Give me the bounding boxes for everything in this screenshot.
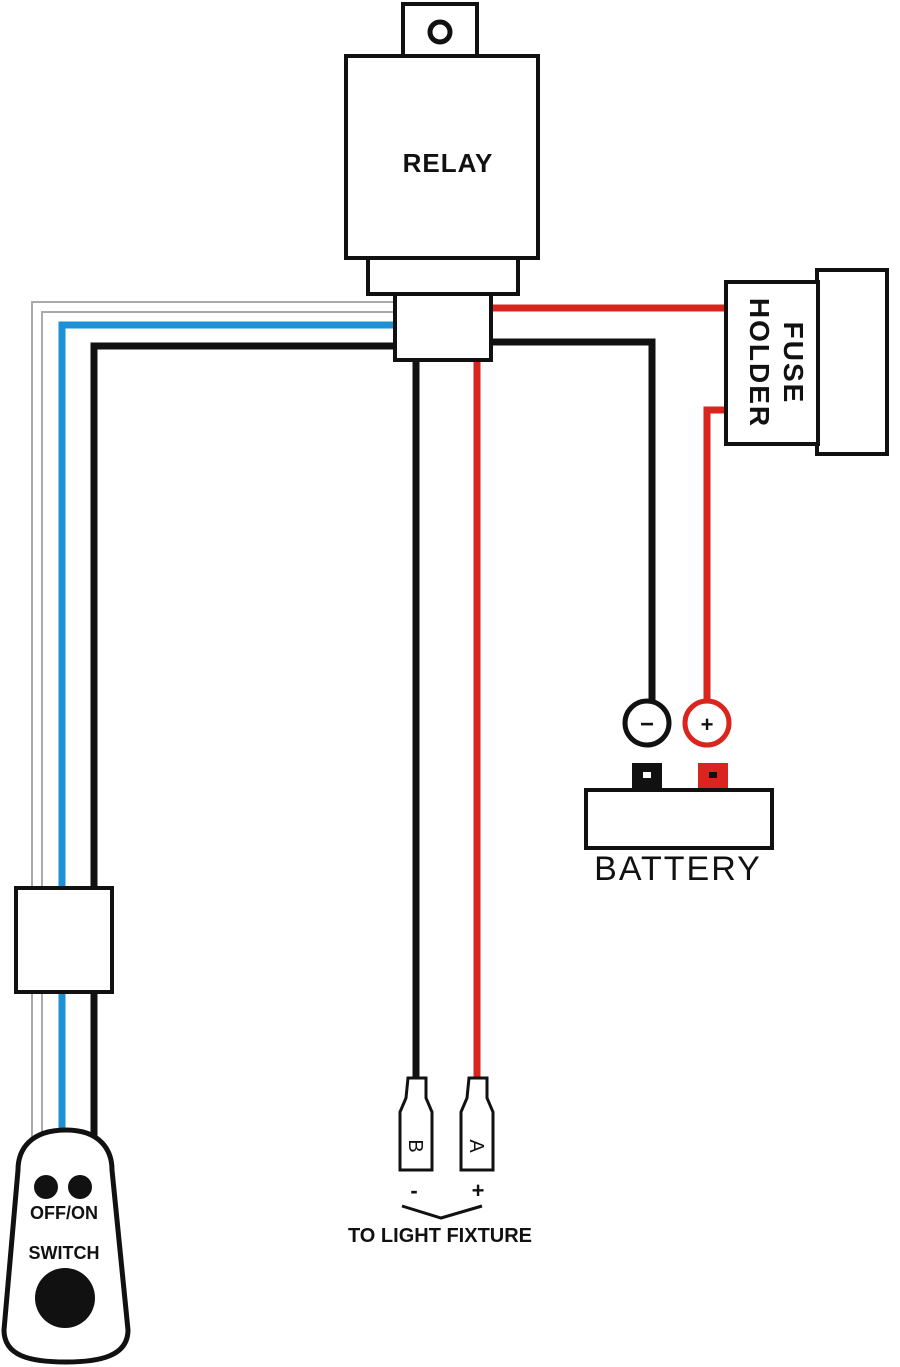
battery-body	[584, 788, 774, 850]
negative-symbol: −	[640, 711, 654, 738]
minus-marker: -	[410, 1178, 417, 1203]
connector-a: A	[459, 1076, 495, 1172]
relay-body	[344, 54, 540, 260]
plus-marker: +	[472, 1178, 485, 1203]
connector-b-label: B	[404, 1139, 426, 1152]
battery-post-negative-dot	[643, 772, 651, 778]
connector-b: B	[398, 1076, 434, 1172]
connector-b-shape	[398, 1076, 434, 1172]
relay-connector	[393, 292, 493, 362]
fuse-holder-body	[724, 280, 820, 446]
battery-post-positive-dot	[709, 772, 717, 778]
battery-negative-terminal: −	[622, 698, 672, 748]
blue-wire	[58, 321, 395, 1140]
switch-label-line1: OFF/ON	[30, 1203, 98, 1223]
black-wire-battery	[490, 338, 656, 700]
battery-label: BATTERY	[594, 850, 762, 888]
off-on-switch: OFF/ON SWITCH	[1, 1127, 131, 1365]
positive-symbol: +	[701, 712, 714, 737]
fixture-bracket	[401, 1204, 483, 1220]
light-fixture-label: TO LIGHT FIXTURE	[348, 1225, 532, 1247]
connector-a-label: A	[465, 1139, 487, 1153]
switch-led-right	[68, 1175, 92, 1199]
switch-led-left	[34, 1175, 58, 1199]
relay-base	[366, 256, 520, 296]
connector-a-shape	[459, 1076, 495, 1172]
relay-label: RELAY	[403, 148, 494, 178]
switch-connector	[14, 886, 114, 994]
fuse-label-line1: FUSE	[778, 322, 809, 405]
white-wire-inner	[41, 311, 395, 1140]
black-wire-switch	[90, 342, 395, 1140]
battery-positive-terminal: +	[682, 698, 732, 748]
switch-button	[35, 1268, 95, 1328]
relay: RELAY	[344, 2, 540, 362]
relay-mount-hole	[427, 19, 453, 45]
fuse-label-line2: HOLDER	[744, 298, 775, 428]
switch-label-line2: SWITCH	[29, 1243, 100, 1263]
fuse-holder: FUSE HOLDER	[724, 268, 889, 456]
red-wire-battery	[703, 406, 728, 700]
fuse-holder-cap	[815, 268, 889, 456]
negative-ring	[622, 698, 672, 748]
battery: BATTERY	[584, 763, 774, 888]
white-wire	[31, 301, 395, 1140]
positive-ring	[682, 698, 732, 748]
